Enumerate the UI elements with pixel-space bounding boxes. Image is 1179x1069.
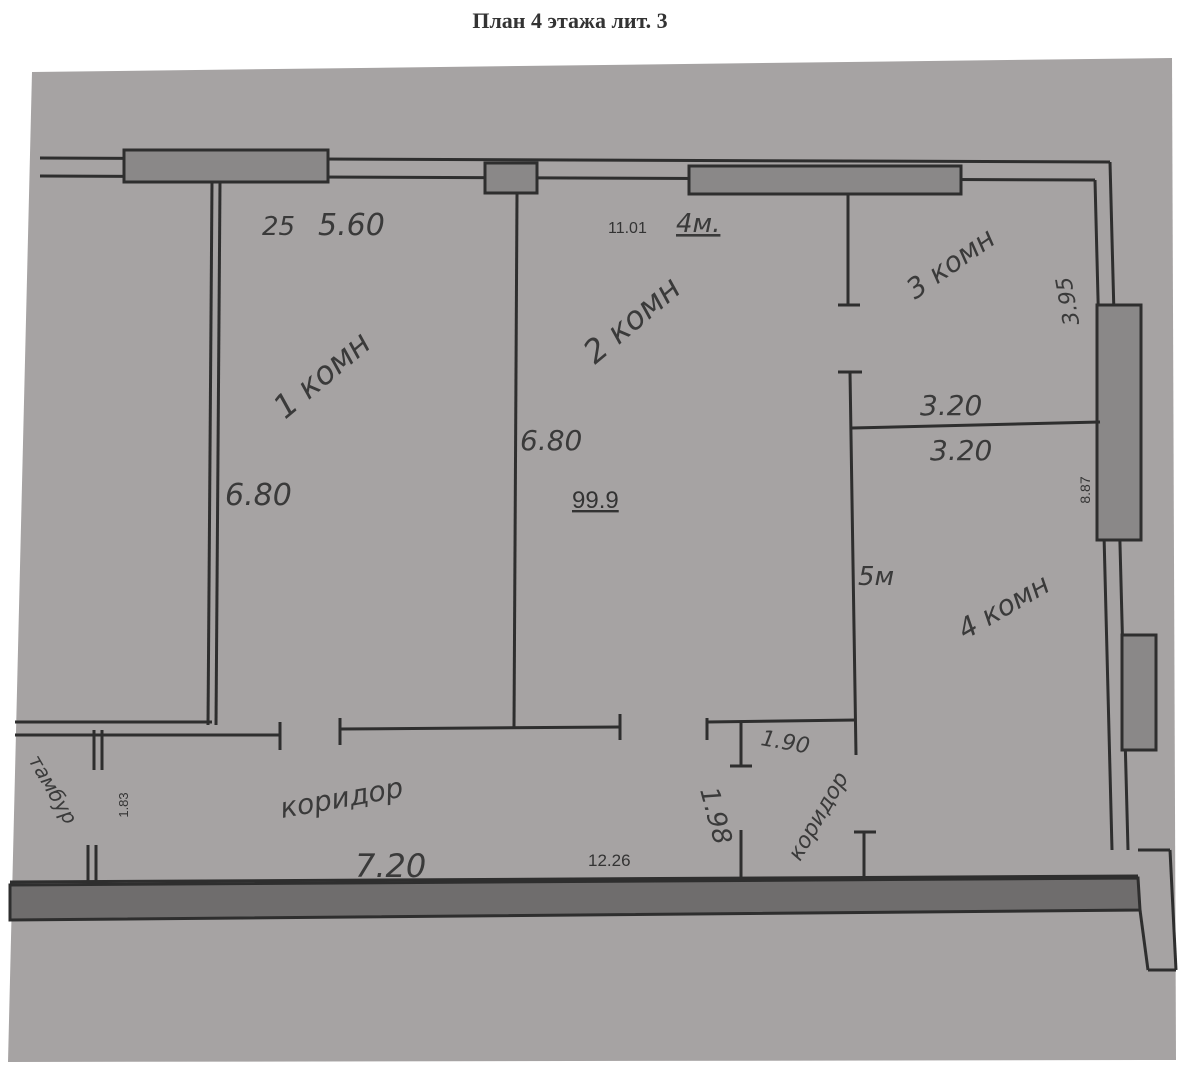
dim-4m: 4м. bbox=[676, 209, 720, 239]
dim-7-20: 7.20 bbox=[355, 847, 426, 885]
bottom-wall bbox=[8, 876, 1142, 922]
area-99-9: 99.9 bbox=[572, 487, 619, 514]
dim-6-80-mid: 6.80 bbox=[520, 424, 582, 457]
walls bbox=[9, 148, 1178, 972]
dim-6-80-left: 6.80 bbox=[225, 478, 292, 513]
dim-12-26: 12.26 bbox=[588, 851, 631, 870]
plan-title: План 4 этажа лит. 3 bbox=[472, 8, 668, 33]
label-25: 25 bbox=[262, 212, 295, 242]
dim-5m: 5м bbox=[858, 562, 894, 592]
dim-11-01: 11.01 bbox=[608, 220, 647, 237]
dim-3-20-top: 3.20 bbox=[920, 389, 982, 422]
photo-background bbox=[8, 58, 1176, 1062]
dim-8-87: 8.87 bbox=[1077, 476, 1093, 503]
dim-5-60: 5.60 bbox=[318, 208, 385, 243]
dim-3-20-bottom: 3.20 bbox=[930, 434, 992, 467]
dim-1-83: 1.83 bbox=[116, 792, 131, 817]
